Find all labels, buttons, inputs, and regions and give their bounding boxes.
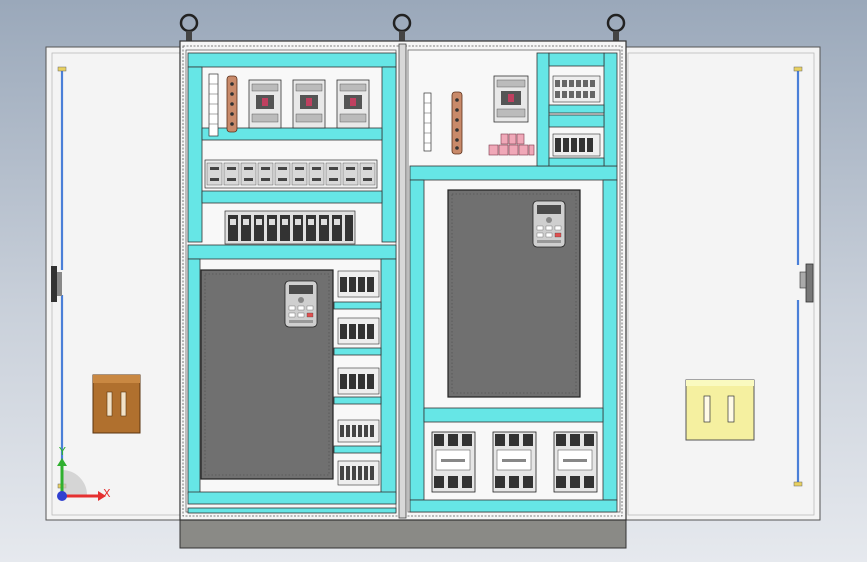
copper-busbar: [451, 91, 463, 155]
right-door-latch: [799, 263, 814, 303]
lifting-eye-icon: [392, 13, 412, 41]
main-circuit-breaker: [493, 75, 529, 123]
contactor: [553, 431, 598, 493]
relay-row: [224, 210, 356, 245]
keypad-icon: [284, 280, 318, 328]
terminal-strip-vertical: [423, 92, 432, 152]
lifting-eye-icon: [606, 13, 626, 41]
vfd-drive-left: [200, 269, 334, 480]
left-cabinet: [185, 49, 397, 514]
top-right-terminal-rows: [552, 75, 601, 157]
circuit-breaker: [292, 79, 326, 129]
axis-triad-icon: X Y: [57, 445, 111, 501]
left-door-handle[interactable]: [92, 374, 141, 434]
axis-y-label: Y: [58, 445, 66, 458]
cabinet-plinth: [179, 518, 627, 549]
right-door-handle[interactable]: [685, 379, 755, 441]
left-door: [45, 46, 183, 521]
terminal-block-row: [204, 159, 378, 189]
side-terminal-blocks: [337, 270, 380, 486]
axis-x-label: X: [103, 487, 111, 500]
left-door-latch: [51, 266, 62, 302]
circuit-breaker: [336, 79, 370, 129]
left-cabinet-wire-ducts: [187, 52, 397, 514]
terminal-strip-vertical: [208, 73, 219, 137]
pink-terminal-blocks: [488, 133, 535, 156]
contactor: [431, 431, 476, 493]
vfd-drive-right: [447, 189, 581, 398]
right-cabinet-wire-ducts: [409, 52, 618, 513]
keypad-icon: [532, 200, 566, 248]
lifting-eye-icon: [179, 13, 199, 41]
circuit-breaker: [248, 79, 282, 129]
right-door-hinge-rod: [793, 66, 803, 487]
copper-busbar: [226, 75, 238, 133]
right-cabinet: [407, 49, 621, 513]
right-door: [623, 46, 821, 521]
contactor: [492, 431, 537, 493]
